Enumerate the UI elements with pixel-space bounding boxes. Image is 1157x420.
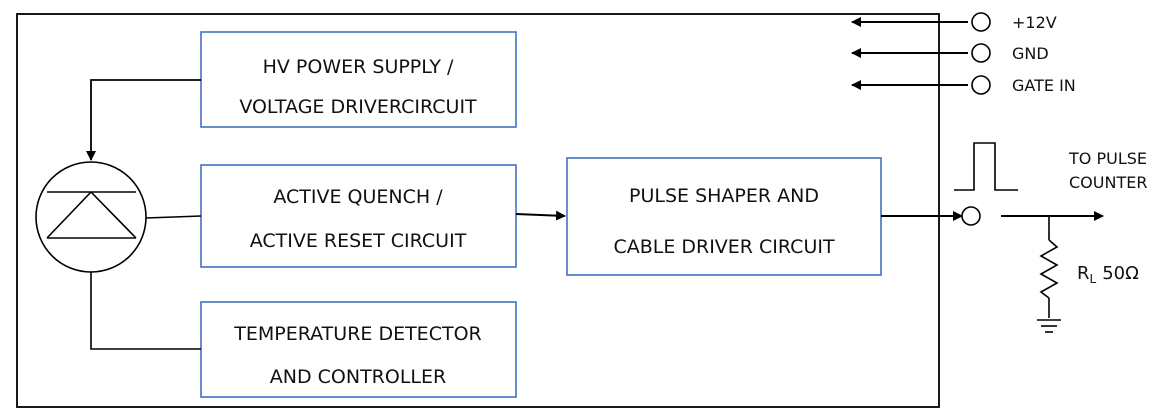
hv-power-supply-block: HV POWER SUPPLY / VOLTAGE DRIVERCIRCUIT (200, 31, 517, 128)
gnd-label: GND (1012, 44, 1049, 63)
resistor-label: RL 50Ω (1077, 263, 1139, 286)
diode-to-temperature-wire (90, 272, 201, 350)
gate-in-terminal (851, 75, 991, 95)
quench-to-shaper-arrow (515, 210, 566, 221)
resistor-subscript: L (1090, 272, 1097, 286)
output-terminal-icon (961, 206, 981, 226)
quench-line1: ACTIVE QUENCH / (273, 186, 443, 208)
temperature-line2: AND CONTROLLER (270, 366, 446, 388)
pulse-waveform-icon (954, 142, 1018, 191)
gate-in-label: GATE IN (1012, 76, 1076, 95)
gate-in-terminal-icon (971, 75, 991, 95)
hv-supply-line2: VOLTAGE DRIVERCIRCUIT (239, 96, 477, 118)
hv-to-diode-wire (86, 79, 201, 161)
plus12v-label: +12V (1012, 13, 1057, 32)
pulse-shaper-line1: PULSE SHAPER AND (629, 185, 819, 207)
resistor-value: 50Ω (1102, 263, 1139, 284)
plus12v-terminal-icon (971, 12, 991, 32)
load-resistor-icon (1039, 216, 1059, 318)
pulse-shaper-block: PULSE SHAPER AND CABLE DRIVER CIRCUIT (566, 157, 882, 276)
gnd-terminal (851, 43, 991, 63)
pulse-shaper-line2: CABLE DRIVER CIRCUIT (613, 236, 835, 258)
output-label-line2: COUNTER (1069, 173, 1147, 192)
resistor-symbol: R (1077, 263, 1090, 284)
hv-supply-line1: HV POWER SUPPLY / (263, 56, 454, 78)
module-enclosure (16, 13, 940, 408)
diode-to-quench-wire (145, 215, 202, 219)
avalanche-photodiode-icon (35, 161, 147, 273)
gnd-terminal-icon (971, 43, 991, 63)
temperature-controller-block: TEMPERATURE DETECTOR AND CONTROLLER (200, 301, 517, 398)
output-label-line1: TO PULSE (1068, 149, 1147, 168)
active-quench-block: ACTIVE QUENCH / ACTIVE RESET CIRCUIT (200, 164, 517, 268)
quench-line2: ACTIVE RESET CIRCUIT (250, 230, 467, 252)
plus12v-terminal (851, 12, 991, 32)
ground-icon (1037, 319, 1061, 333)
temperature-line1: TEMPERATURE DETECTOR (233, 323, 481, 345)
